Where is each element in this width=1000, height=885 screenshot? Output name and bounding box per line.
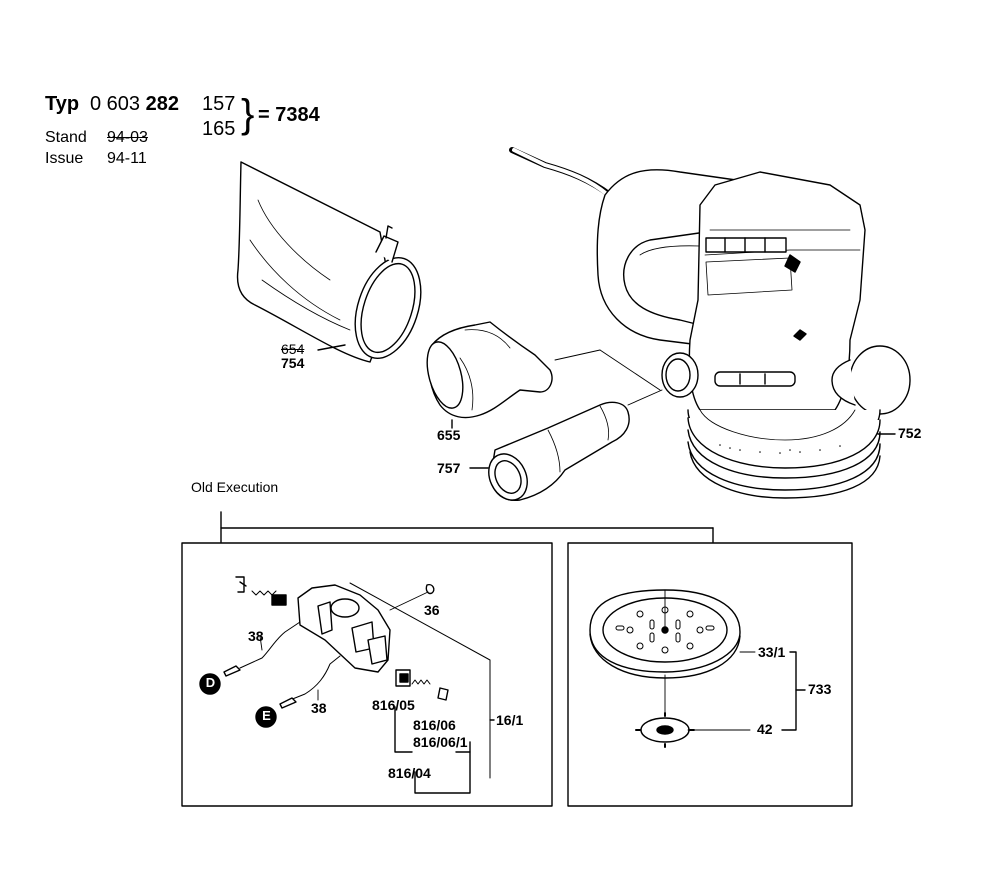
issue-value: 94-11 [107, 150, 147, 167]
sanding-pad-panel [567, 542, 853, 807]
sanding-pad [589, 589, 806, 748]
model-prefix: 0 603 [90, 93, 141, 115]
callout-16-1: 16/1 [496, 712, 524, 728]
variant-157: 157 [202, 93, 236, 115]
circle-d-label: D [205, 675, 216, 690]
model-bold: 282 [145, 93, 179, 115]
callout-816-06-1: 816/06/1 [413, 734, 468, 750]
old-execution-bracket [220, 511, 714, 543]
type-label: Typ [45, 93, 80, 115]
callout-42: 42 [757, 721, 773, 737]
random-orbit-sander [509, 147, 911, 499]
switch-assembly [223, 576, 495, 794]
callout-733: 733 [808, 681, 832, 697]
old-execution-label: Old Execution [191, 479, 279, 495]
adapter-757 [488, 401, 630, 502]
adapter-655 [426, 321, 553, 419]
callout-816-04: 816/04 [388, 765, 431, 781]
circle-e-label: E [262, 708, 271, 723]
variant-brace: } [241, 92, 255, 136]
callout-757: 757 [437, 460, 461, 476]
callout-38-lower: 38 [311, 700, 327, 716]
callout-654: 654 [281, 341, 305, 357]
leader-654 [317, 344, 346, 351]
circle-d [199, 673, 221, 695]
issue-label: Issue [45, 150, 84, 167]
model-number: 0 603 282 [90, 93, 179, 116]
callout-752: 752 [898, 425, 922, 441]
callout-816-06: 816/06 [413, 717, 456, 733]
callout-754: 754 [281, 355, 305, 371]
variant-165: 165 [202, 118, 236, 140]
stand-label: Stand [45, 129, 87, 146]
dust-bag [236, 161, 422, 363]
stand-value: 94-03 [107, 129, 148, 146]
equivalent-code: = 7384 [258, 104, 320, 126]
callout-36: 36 [424, 602, 440, 618]
callout-816-05: 816/05 [372, 697, 415, 713]
circle-e [255, 706, 277, 728]
callout-33-1: 33/1 [758, 644, 786, 660]
callout-655: 655 [437, 427, 461, 443]
callout-38-upper: 38 [248, 628, 264, 644]
